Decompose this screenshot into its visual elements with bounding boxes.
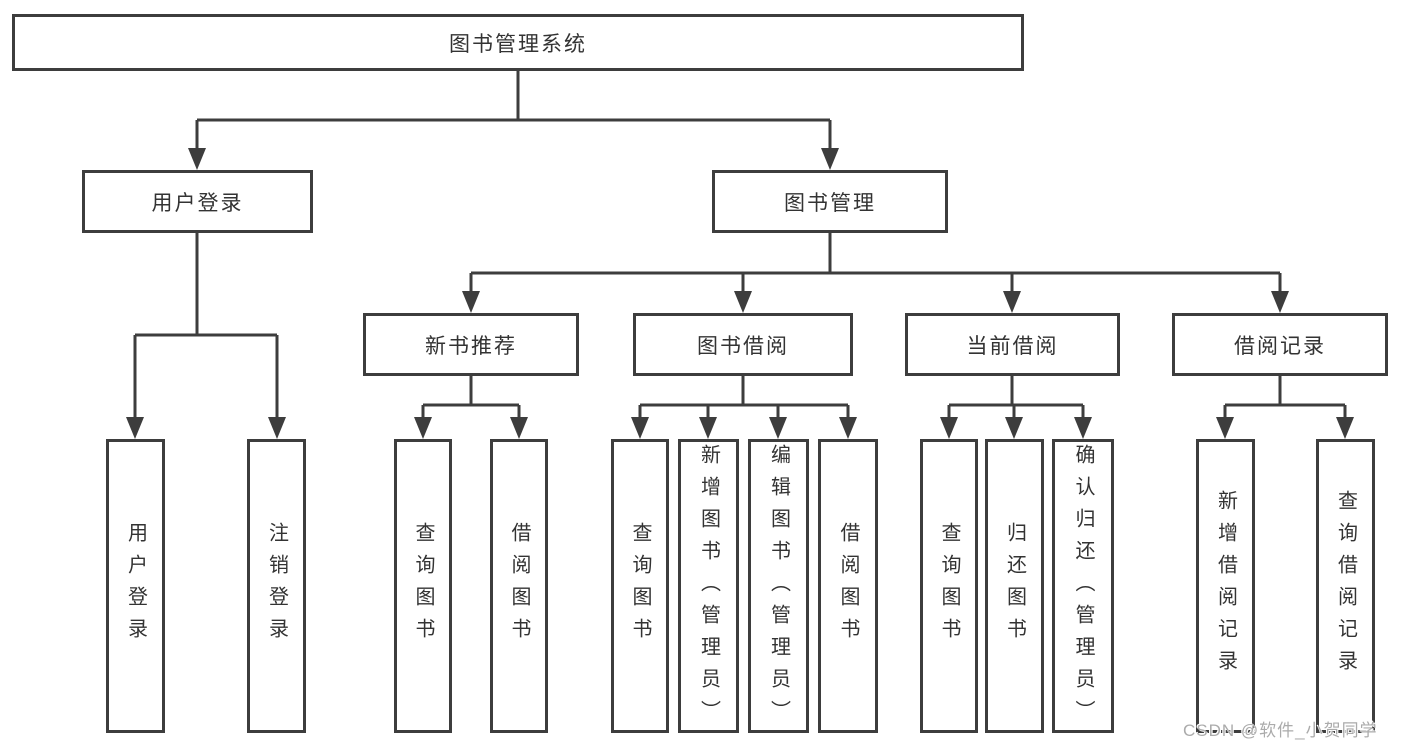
node-label: 确认归还（管理员） xyxy=(1072,444,1094,732)
connector-root-to-level2 xyxy=(188,71,839,170)
node-leaf-return-book: 归还图书 xyxy=(985,439,1044,733)
node-user-login: 用户登录 xyxy=(82,170,313,233)
node-leaf-user-login: 用户登录 xyxy=(106,439,165,733)
node-label: 查询图书 xyxy=(412,522,434,650)
node-label: 归还图书 xyxy=(1003,522,1026,650)
node-leaf-query-borrow-record: 查询借阅记录 xyxy=(1316,439,1375,733)
node-label: 用户登录 xyxy=(151,191,244,215)
node-label: 查询图书 xyxy=(629,522,651,650)
node-label: 图书管理系统 xyxy=(449,32,587,56)
node-leaf-borrow-book: 借阅图书 xyxy=(818,439,878,733)
node-leaf-query-book-borrow: 查询图书 xyxy=(611,439,669,733)
node-label: 图书管理 xyxy=(784,191,876,215)
node-label: 新书推荐 xyxy=(425,334,517,358)
node-book-management: 图书管理 xyxy=(712,170,948,233)
node-label: 查询借阅记录 xyxy=(1334,490,1357,682)
connector-borrow-record-children xyxy=(1216,376,1354,439)
node-label: 借阅图书 xyxy=(837,522,859,650)
node-root-library-system: 图书管理系统 xyxy=(12,14,1024,71)
node-new-book-recommend: 新书推荐 xyxy=(363,313,579,376)
node-leaf-add-book-admin: 新增图书（管理员） xyxy=(678,439,739,733)
connector-book-borrow-children xyxy=(631,376,857,439)
node-label: 查询图书 xyxy=(938,522,960,650)
node-borrow-record: 借阅记录 xyxy=(1172,313,1388,376)
node-label: 注销登录 xyxy=(265,522,288,650)
connector-user-login-children xyxy=(126,233,286,439)
node-current-borrow: 当前借阅 xyxy=(905,313,1120,376)
node-leaf-add-borrow-record: 新增借阅记录 xyxy=(1196,439,1255,733)
node-book-borrow: 图书借阅 xyxy=(633,313,853,376)
node-leaf-borrow-book-recommend: 借阅图书 xyxy=(490,439,548,733)
connector-new-book-children xyxy=(414,376,528,439)
node-leaf-query-book-current: 查询图书 xyxy=(920,439,978,733)
node-label: 图书借阅 xyxy=(697,334,789,358)
csdn-watermark: CSDN @软件_小贺同学 xyxy=(1183,721,1378,740)
node-label: 借阅图书 xyxy=(508,522,530,650)
node-leaf-logout: 注销登录 xyxy=(247,439,306,733)
connector-current-borrow-children xyxy=(940,376,1092,439)
node-label: 当前借阅 xyxy=(966,334,1059,358)
connector-book-mgmt-to-level3 xyxy=(462,233,1289,313)
node-label: 用户登录 xyxy=(124,522,147,650)
node-label: 新增借阅记录 xyxy=(1214,490,1237,682)
node-leaf-query-book-recommend: 查询图书 xyxy=(394,439,452,733)
node-label: 新增图书（管理员） xyxy=(697,444,720,732)
node-leaf-edit-book-admin: 编辑图书（管理员） xyxy=(748,439,809,733)
node-label: 编辑图书（管理员） xyxy=(767,444,790,732)
node-leaf-confirm-return-admin: 确认归还（管理员） xyxy=(1052,439,1114,733)
node-label: 借阅记录 xyxy=(1234,334,1326,358)
